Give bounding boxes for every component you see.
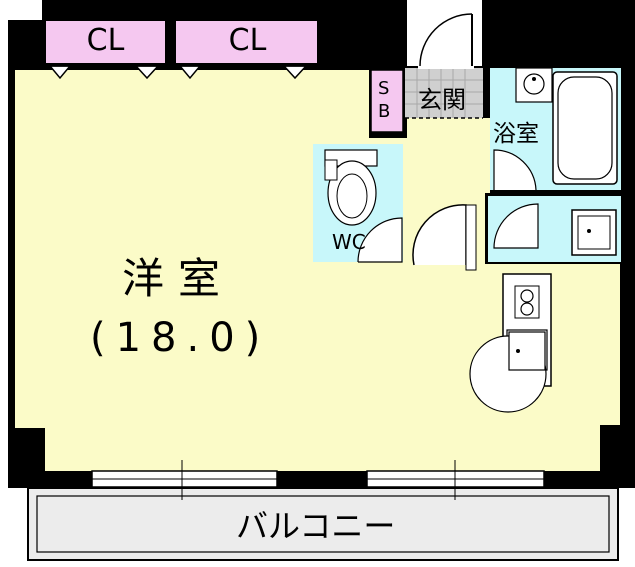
closet-1 (44, 19, 167, 65)
shoe-box-label-top: S (378, 78, 390, 99)
closet-2 (174, 19, 319, 65)
entrance-door (419, 13, 473, 67)
western-room-area: (18.0) (90, 315, 271, 361)
toilet-label: WC (332, 230, 366, 254)
entrance-label: 玄関 (418, 86, 466, 114)
balcony (27, 487, 619, 561)
shoe-box-label-bottom: B (378, 101, 391, 122)
western-room-floor (15, 70, 620, 471)
closet-label-2: CL (228, 23, 267, 58)
western-room-label: 洋室 (122, 254, 235, 303)
balcony-label: バルコニー (236, 507, 396, 545)
closet-label-1: CL (86, 23, 125, 58)
entrance-floor (405, 68, 483, 118)
bath-label: 浴室 (493, 121, 539, 147)
shoe-box (370, 69, 404, 133)
